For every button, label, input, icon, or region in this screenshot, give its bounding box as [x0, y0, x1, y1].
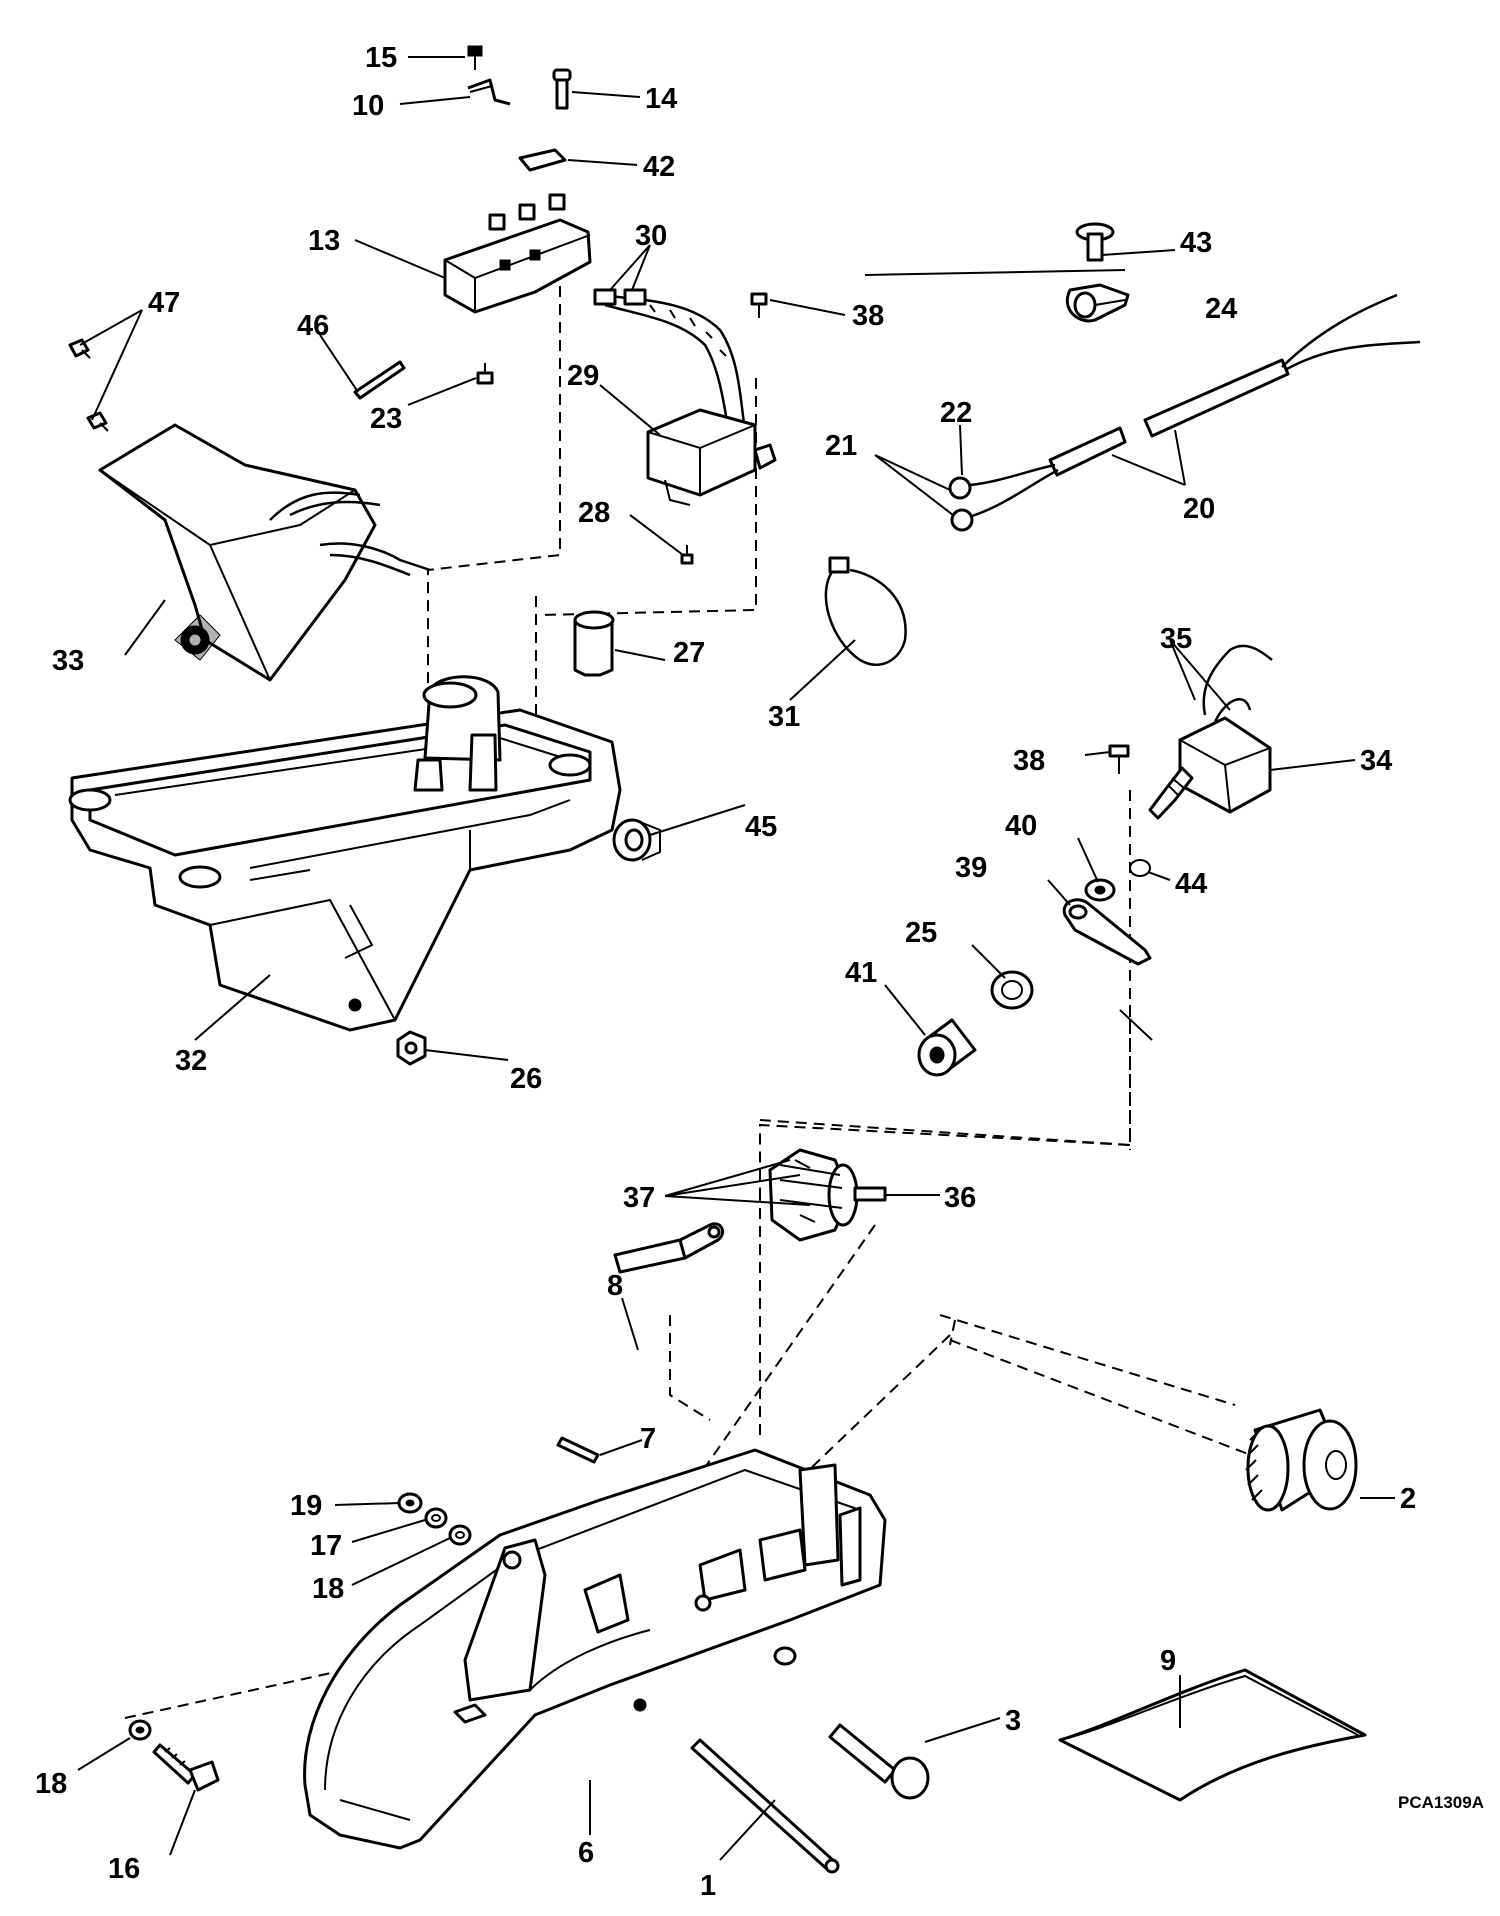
part-1-shaft: [690, 1738, 840, 1874]
part-43-screw: [1075, 222, 1115, 262]
part-23-screw: [476, 363, 494, 385]
label-25: 25: [905, 917, 937, 949]
part-30-wire-harness: [593, 288, 747, 441]
part-8-lever: [613, 1222, 724, 1274]
part-45-grommet: [612, 818, 661, 862]
label-19: 19: [290, 1490, 322, 1522]
label-24: 24: [1205, 293, 1237, 325]
part-47-screws: [68, 338, 109, 432]
label-42: 42: [643, 151, 675, 183]
label-21: 21: [825, 430, 857, 462]
label-38-right: 38: [1013, 745, 1045, 777]
label-28: 28: [578, 497, 610, 529]
label-30: 30: [635, 220, 667, 252]
part-25-bearing: [990, 970, 1034, 1010]
label-8: 8: [607, 1270, 623, 1302]
callout-labels: 15 10 14 42 13 30 43 47 38 24 46 29 23 2…: [35, 42, 1484, 1902]
label-18-lower: 18: [35, 1768, 67, 1800]
part-31-cable-tie: [824, 556, 907, 666]
label-43: 43: [1180, 227, 1212, 259]
part-26-nut: [396, 1030, 427, 1066]
label-17: 17: [310, 1530, 342, 1562]
label-1: 1: [700, 1870, 716, 1902]
label-39: 39: [955, 852, 987, 884]
part-18-washer-upper: [448, 1524, 472, 1546]
label-2: 2: [1400, 1483, 1416, 1515]
label-40: 40: [1005, 810, 1037, 842]
label-35: 35: [1160, 623, 1192, 655]
part-39-lever-arm: [1062, 898, 1152, 966]
label-14: 14: [645, 83, 677, 115]
part-33-handle-cover: [98, 423, 431, 682]
label-36: 36: [944, 1182, 976, 1214]
part-2-knob: [1245, 1408, 1358, 1512]
part-17-washer: [424, 1507, 448, 1529]
part-3-axle-pin: [828, 1723, 930, 1800]
part-35-wires: [1202, 644, 1273, 723]
part-10-clip: [467, 78, 511, 106]
label-6: 6: [578, 1837, 594, 1869]
part-36-motor-assembly: [768, 1148, 887, 1242]
label-27: 27: [673, 637, 705, 669]
label-46: 46: [297, 310, 329, 342]
label-7: 7: [640, 1423, 656, 1455]
part-27-spacer: [573, 610, 615, 677]
label-18-upper: 18: [312, 1573, 344, 1605]
label-29: 29: [567, 360, 599, 392]
part-38-screw-top: [750, 292, 768, 318]
figure-code: PCA1309A: [1398, 1793, 1484, 1812]
label-16: 16: [108, 1853, 140, 1885]
label-37: 37: [623, 1182, 655, 1214]
part-14-bolt: [552, 68, 572, 110]
part-42-plate: [518, 148, 567, 172]
label-45: 45: [745, 811, 777, 843]
part-20-cable: [1048, 293, 1421, 477]
part-37-brushes: [794, 1159, 816, 1223]
part-41-bearing: [917, 1018, 977, 1077]
part-46-pin: [353, 360, 406, 400]
part-15-screw: [467, 45, 483, 70]
label-33: 33: [52, 645, 84, 677]
label-47: 47: [148, 287, 180, 319]
label-9: 9: [1160, 1645, 1176, 1677]
part-19-nut: [397, 1492, 423, 1514]
part-29-module: [646, 408, 777, 506]
label-32: 32: [175, 1045, 207, 1077]
label-44: 44: [1175, 868, 1207, 900]
label-20: 20: [1183, 493, 1215, 525]
label-3: 3: [1005, 1705, 1021, 1737]
part-13-terminal-block: [443, 193, 592, 314]
label-13: 13: [308, 225, 340, 257]
part-7-pin: [556, 1436, 600, 1464]
part-38-screw-right: [1108, 744, 1130, 774]
label-22: 22: [940, 397, 972, 429]
part-40-washer: [1084, 878, 1116, 902]
part-9-pad: [1058, 1668, 1367, 1802]
leader-lines: [77, 56, 1395, 1861]
label-26: 26: [510, 1063, 542, 1095]
part-28-screw: [680, 545, 694, 565]
label-10: 10: [352, 90, 384, 122]
part-6-base: [303, 1448, 887, 1850]
label-23: 23: [370, 403, 402, 435]
label-38-top: 38: [852, 300, 884, 332]
part-18-washer-lower: [128, 1719, 152, 1741]
part-21-ring-terminals: [948, 463, 1059, 532]
part-34-switch: [1148, 716, 1272, 820]
part-24-clamp: [1066, 283, 1130, 323]
part-16-bolt: [152, 1743, 220, 1792]
label-15: 15: [365, 42, 397, 74]
label-41: 41: [845, 957, 877, 989]
label-31: 31: [768, 701, 800, 733]
label-34: 34: [1360, 745, 1392, 777]
part-44-ring: [1129, 859, 1151, 877]
part-32-control-housing: [68, 675, 622, 1032]
